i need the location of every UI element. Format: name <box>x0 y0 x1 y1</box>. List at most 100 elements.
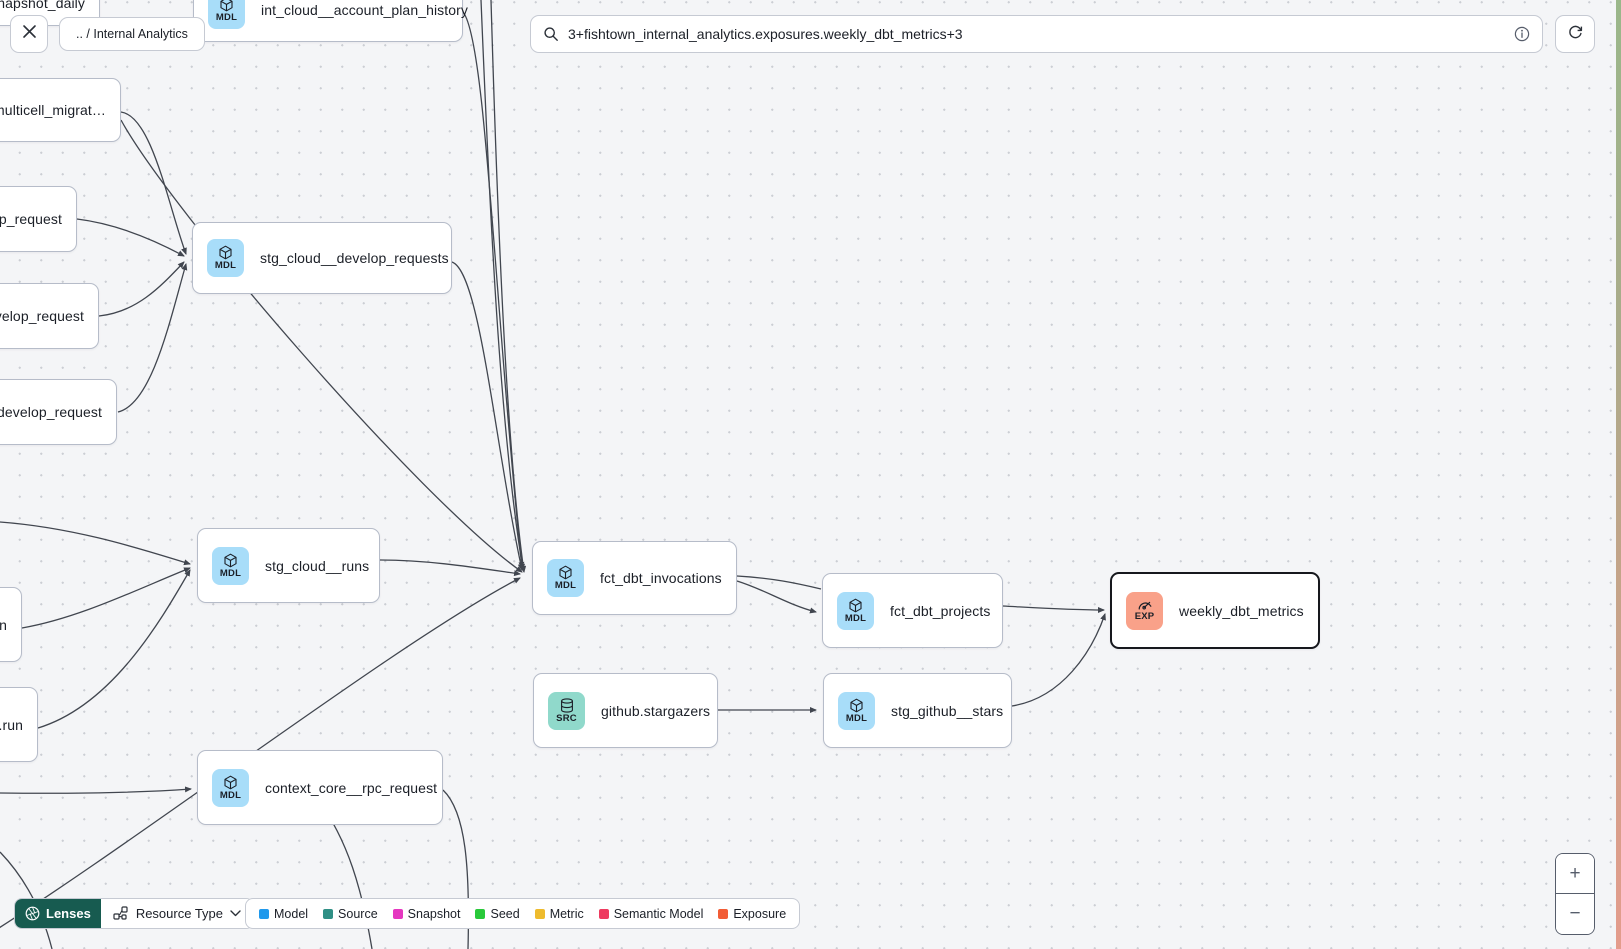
legend-label: Semantic Model <box>613 906 704 921</box>
search-input[interactable] <box>568 26 1505 42</box>
lenses-label: Lenses <box>46 906 91 921</box>
lineage-edge <box>37 569 191 729</box>
node-label: stg_github__stars <box>891 702 1004 719</box>
lineage-edge <box>379 559 521 577</box>
model-badge-icon: MDL <box>547 559 584 597</box>
lineage-edge <box>0 851 53 949</box>
resource-graph-icon <box>113 906 129 921</box>
lens-aperture-icon <box>25 906 40 921</box>
lineage-edge <box>120 111 187 255</box>
graph-node-stg-cloud-runs[interactable]: MDL stg_cloud__runs <box>197 528 380 603</box>
model-badge-icon: MDL <box>207 239 244 277</box>
graph-node-op-request[interactable]: op_request <box>0 186 77 252</box>
legend-item-model: Model <box>259 907 308 921</box>
zoom-controls: + − <box>1555 853 1595 935</box>
model-badge-icon: MDL <box>837 591 874 630</box>
legend-label: Model <box>274 906 309 921</box>
badge-label: MDL <box>844 612 867 624</box>
graph-node-weekly-dbt-metrics[interactable]: EXP weekly_dbt_metrics <box>1110 572 1320 649</box>
lineage-edge <box>490 0 527 573</box>
legend-item-source: Source <box>323 907 378 921</box>
lineage-edge <box>117 263 188 413</box>
node-label: context_core__rpc_request <box>265 779 438 796</box>
node-label: stg_cloud__develop_requests <box>260 250 449 266</box>
graph-node-velop-request[interactable]: velop_request <box>0 283 99 349</box>
search-icon <box>543 26 559 42</box>
node-label: github.stargazers <box>601 702 711 719</box>
legend-swatch <box>323 908 334 919</box>
search-bar[interactable] <box>530 15 1543 53</box>
graph-node-develop-request[interactable]: .develop_request <box>0 379 117 445</box>
lineage-edge <box>451 261 524 571</box>
zoom-in-button[interactable]: + <box>1556 854 1594 894</box>
node-label: velop_request <box>0 308 84 324</box>
legend-label: Snapshot <box>407 906 461 921</box>
badge-label: MDL <box>214 260 237 272</box>
close-icon <box>22 24 37 44</box>
legend-label: Source <box>338 906 378 921</box>
info-icon[interactable] <box>1514 26 1530 42</box>
legend-swatch <box>598 908 609 919</box>
badge-label: MDL <box>219 567 242 579</box>
lineage-edge <box>98 261 185 317</box>
badge-label: EXP <box>1134 611 1155 623</box>
legend-label: Exposure <box>733 906 787 921</box>
legend-swatch <box>392 908 403 919</box>
resource-type-dropdown[interactable]: Resource Type <box>100 899 254 928</box>
desktop-wallpaper-sliver <box>1616 0 1621 949</box>
legend-swatch <box>534 908 545 919</box>
legend-item-seed: Seed <box>475 906 520 921</box>
graph-node-stg-github-stars[interactable]: MDL stg_github__stars <box>823 673 1012 748</box>
node-label: n <box>0 616 7 633</box>
lineage-edge <box>0 521 191 566</box>
source-badge-icon: SRC <box>548 691 585 730</box>
graph-node-stg-cloud-develop-requests[interactable]: MDL stg_cloud__develop_requests <box>192 222 452 294</box>
legend-item-snapshot: Snapshot <box>392 906 461 921</box>
node-label: .run <box>0 716 23 733</box>
graph-node-multicell-migrat[interactable]: multicell_migrat… <box>0 78 121 142</box>
badge-label: MDL <box>215 12 238 24</box>
chevron-down-icon <box>230 910 241 917</box>
breadcrumb-label: .. / Internal Analytics <box>76 27 188 41</box>
lineage-edge <box>21 567 191 629</box>
node-label: stg_cloud__runs <box>265 557 370 574</box>
model-badge-icon: MDL <box>838 691 875 730</box>
breadcrumb[interactable]: .. / Internal Analytics <box>59 17 205 51</box>
node-label: op_request <box>0 211 62 227</box>
graph-node-github-stargazers[interactable]: SRC github.stargazers <box>533 673 718 748</box>
refresh-button[interactable] <box>1555 15 1595 53</box>
badge-label: MDL <box>219 789 242 801</box>
lenses-pill: Lenses Resource Type <box>14 898 255 929</box>
node-label: fct_dbt_projects <box>890 602 991 619</box>
zoom-out-button[interactable]: − <box>1556 894 1594 934</box>
model-badge-icon: MDL <box>208 0 245 29</box>
graph-node-context-core-rpc-request[interactable]: MDL context_core__rpc_request <box>197 750 443 825</box>
node-label: .develop_request <box>0 404 102 420</box>
badge-label: MDL <box>845 712 868 724</box>
legend-label: Metric <box>549 906 584 921</box>
lenses-button[interactable]: Lenses <box>15 899 101 928</box>
node-label: snapshot_daily <box>0 0 85 11</box>
resource-type-legend: Model Source Snapshot Seed Metric Semantic Mo… <box>245 898 801 929</box>
graph-node-fct-dbt-projects[interactable]: MDL fct_dbt_projects <box>822 573 1003 648</box>
close-button[interactable] <box>10 15 48 53</box>
resource-type-label: Resource Type <box>135 906 224 921</box>
legend-item-exposure: Exposure <box>718 907 786 921</box>
lineage-edge <box>1011 613 1106 707</box>
lineage-edge <box>736 575 822 590</box>
legend-swatch <box>475 908 486 919</box>
badge-label: SRC <box>556 712 577 724</box>
refresh-icon <box>1567 23 1584 45</box>
graph-node-run-node[interactable]: .run <box>0 687 38 762</box>
graph-node-n-node[interactable]: n <box>0 587 22 662</box>
lineage-edge <box>462 11 525 569</box>
node-label: weekly_dbt_metrics <box>1179 602 1304 619</box>
graph-node-snapshot-daily[interactable]: snapshot_daily <box>0 0 100 26</box>
lineage-edge <box>0 786 192 794</box>
legend-swatch <box>718 908 729 919</box>
legend-label: Seed <box>490 906 520 921</box>
legend-item-semantic-model: Semantic Model <box>598 906 704 921</box>
